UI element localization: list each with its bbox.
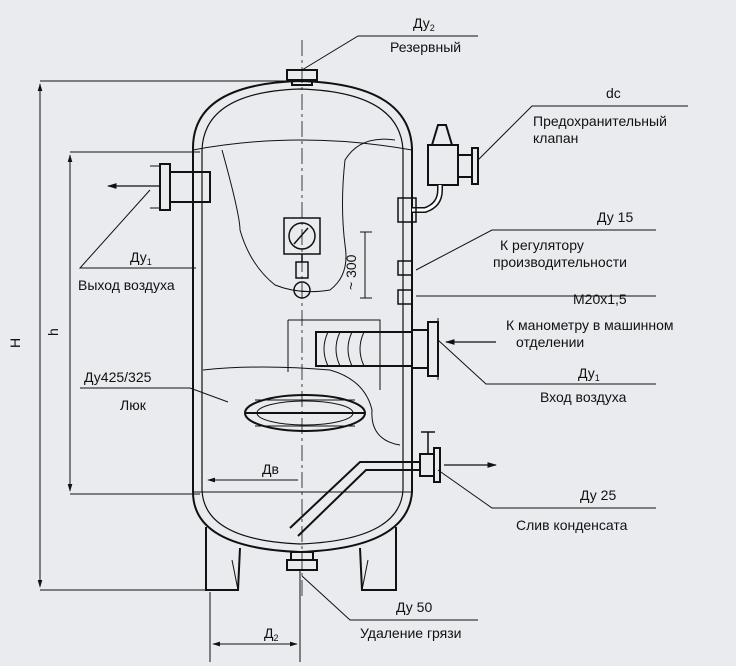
- air-inlet-pipe: [315, 318, 439, 380]
- safety-valve: [397, 124, 479, 223]
- safety-valve-label-1: Предохранительный: [533, 113, 667, 129]
- hatch-size-label: Ду425/325: [84, 369, 152, 385]
- dimension-lines: [37, 40, 372, 662]
- du1-inlet-label: Ду1: [578, 365, 600, 383]
- m20-label: М20х1,5: [573, 291, 627, 307]
- regulator-label-2: производительности: [493, 254, 627, 270]
- hatch: [244, 394, 366, 432]
- du1-outlet-label: Ду1: [130, 249, 152, 267]
- height-h-label: h: [45, 328, 61, 336]
- labels: Ду2 Резервный dc Предохранительный клапа…: [7, 15, 674, 643]
- du2-label: Ду2: [413, 15, 435, 33]
- dv-label: Дв: [262, 461, 279, 477]
- du50-label: Ду 50: [396, 599, 432, 615]
- d2-label: Д2: [264, 625, 279, 643]
- regulator-label-1: К регулятору: [500, 237, 584, 253]
- manometer-label-2: отделении: [516, 334, 584, 350]
- vessel-shell: [192, 79, 413, 554]
- air-outlet-label: Выход воздуха: [78, 277, 175, 293]
- reserve-label: Резервный: [390, 39, 461, 55]
- du25-label: Ду 25: [580, 487, 616, 503]
- du15-label: Ду 15: [597, 209, 633, 225]
- condensate-pipe: [289, 431, 441, 537]
- dc-label: dc: [606, 85, 621, 101]
- regulator-fittings: [397, 260, 413, 305]
- air-outlet-nozzle: [150, 163, 211, 211]
- condensate-label: Слив конденсата: [516, 517, 628, 533]
- height-H-label: H: [7, 338, 23, 348]
- leader-lines: [78, 35, 688, 621]
- safety-valve-label-2: клапан: [533, 130, 578, 146]
- dirt-removal-label: Удаление грязи: [360, 625, 462, 641]
- hatch-label: Люк: [120, 397, 147, 413]
- section-outline: [202, 138, 401, 446]
- support-legs: [205, 527, 397, 591]
- air-inlet-label: Вход воздуха: [540, 389, 627, 405]
- manometer-label-1: К манометру в машинном: [506, 317, 674, 333]
- flow-arrows: [107, 183, 497, 468]
- dim-300-label: ~ 300: [343, 254, 359, 290]
